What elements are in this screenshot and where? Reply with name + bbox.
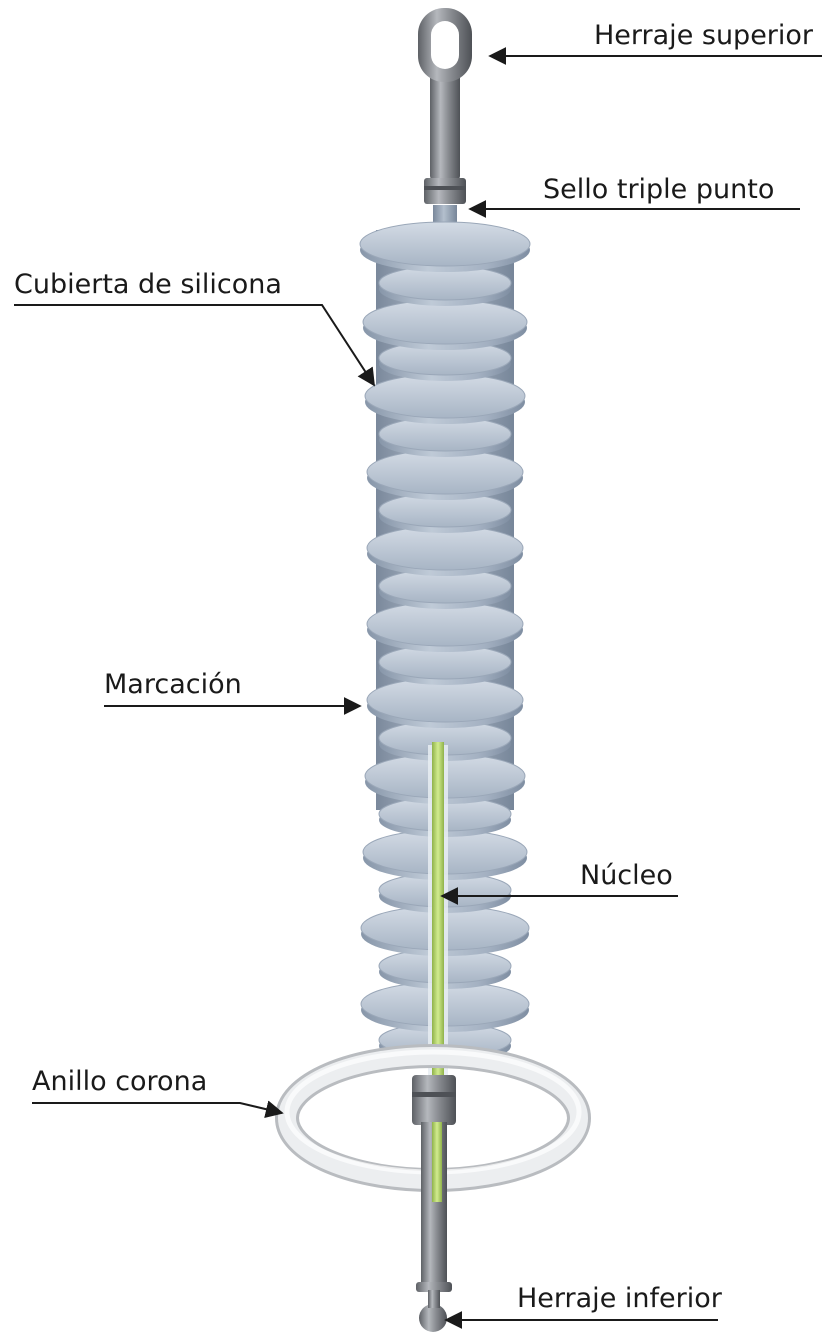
shed-large — [365, 374, 525, 424]
label-silicone-housing: Cubierta de silicona — [14, 269, 374, 385]
shed-large — [363, 300, 527, 350]
top-fitting — [418, 8, 472, 204]
label-corona-ring: Anillo corona — [32, 1066, 282, 1113]
shed-large — [367, 678, 523, 728]
label-text: Marcación — [104, 669, 242, 700]
leader-line — [32, 1103, 282, 1113]
label-triple-seal: Sello triple punto — [470, 174, 800, 209]
label-text: Sello triple punto — [543, 174, 774, 205]
label-marking: Marcación — [104, 669, 360, 706]
label-text: Núcleo — [580, 860, 673, 891]
shed-large — [367, 450, 523, 500]
label-text: Herraje superior — [594, 20, 814, 51]
shed-large — [367, 602, 523, 652]
label-text: Anillo corona — [32, 1066, 207, 1097]
label-bottom-fitting: Herraje inferior — [446, 1283, 723, 1320]
shed-large — [367, 526, 523, 576]
label-text: Cubierta de silicona — [14, 269, 282, 300]
label-text: Herraje inferior — [517, 1283, 723, 1314]
shed-large — [360, 222, 530, 272]
leader-line — [14, 305, 374, 385]
label-top-fitting: Herraje superior — [490, 20, 822, 56]
bottom-fitting — [412, 1075, 456, 1332]
